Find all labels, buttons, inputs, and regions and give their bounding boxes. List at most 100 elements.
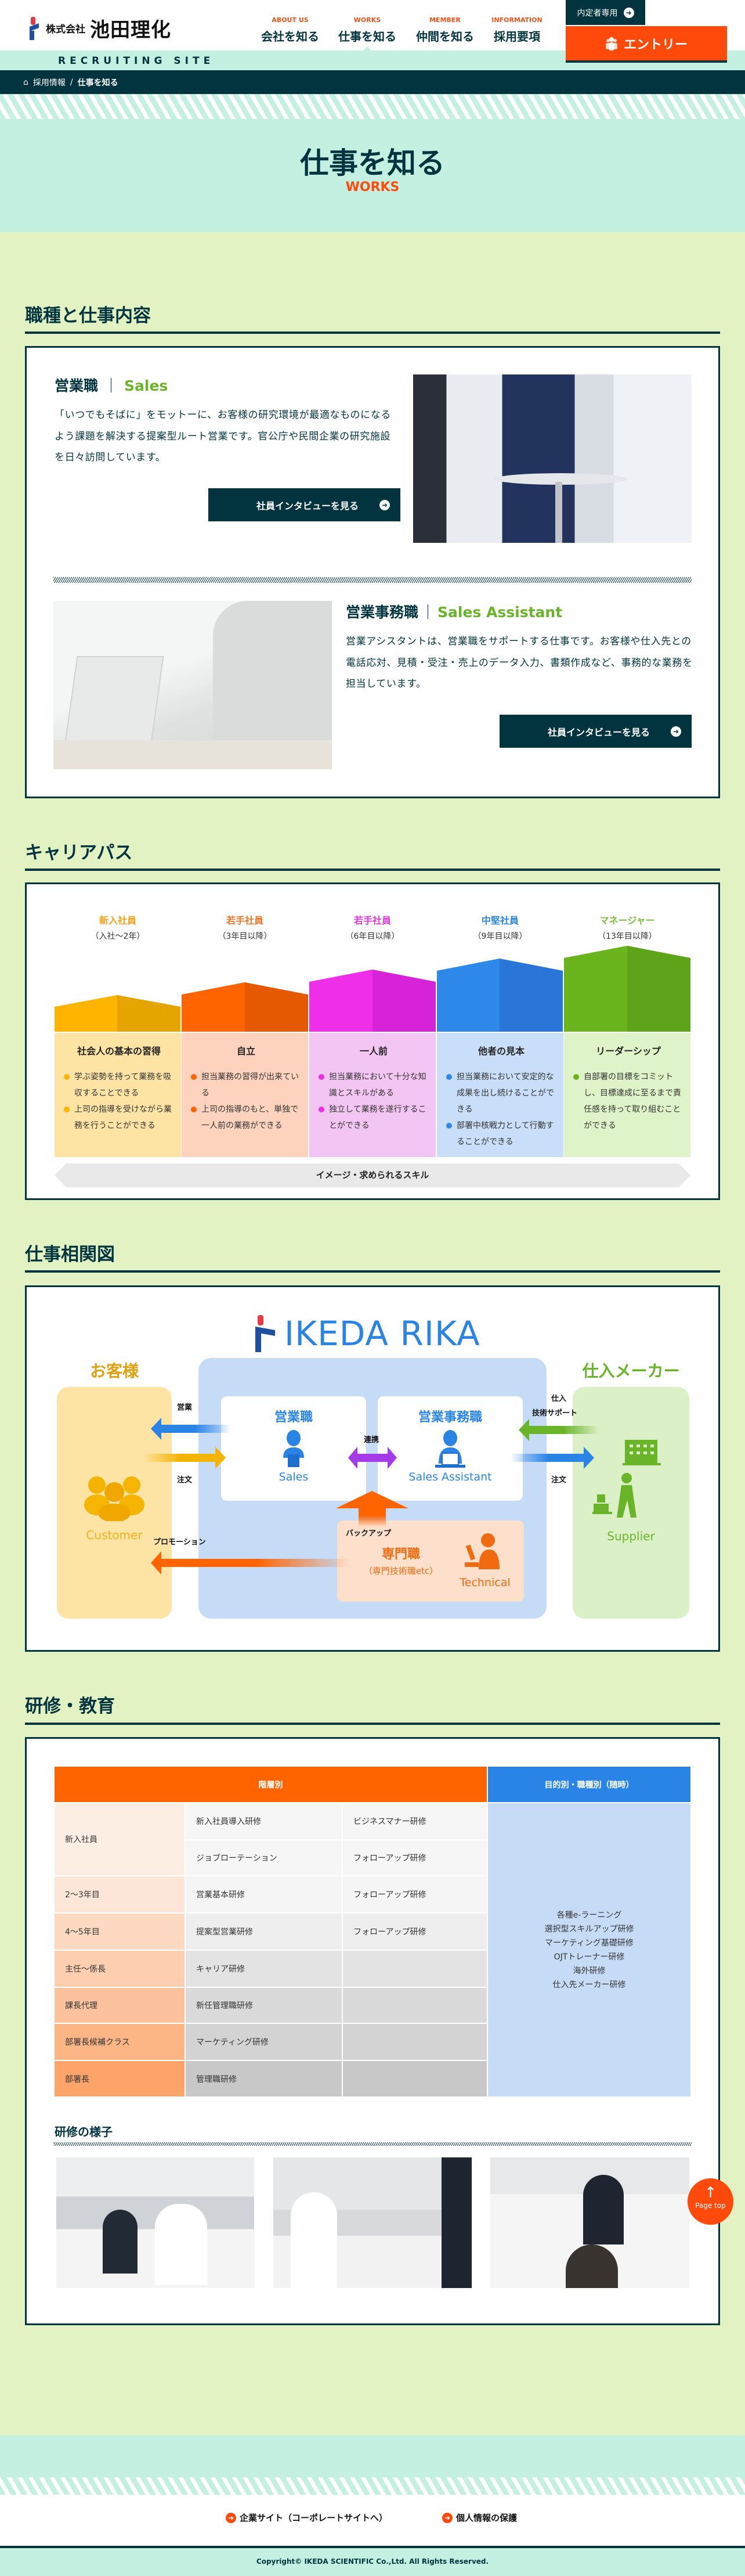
stage-heading: 社会人の基本の習得: [77, 1046, 161, 1057]
link-label: 企業サイト（コーポレートサイトへ）: [240, 2513, 388, 2523]
stage-title: マネージャー: [599, 915, 655, 926]
stage-heading: 一人前: [359, 1046, 388, 1057]
arrow-right-icon: ➜: [226, 2512, 236, 2523]
supplier-en: Supplier: [607, 1529, 655, 1543]
purpose-course: 各種e-ラーニング: [556, 1910, 622, 1920]
table-cell-level: 課長代理: [55, 1988, 185, 2023]
people-icon: [605, 37, 617, 51]
naiteisha-button[interactable]: 内定者専用➜: [566, 0, 645, 25]
table-cell-course: [343, 2061, 487, 2096]
section-heading-career: キャリアパス: [25, 842, 133, 863]
stage-title: 若手社員: [226, 915, 263, 926]
label-tech-support: 技術サポート: [532, 1409, 578, 1418]
footer-link-privacy[interactable]: ➜個人情報の保護: [442, 2512, 517, 2524]
interview-button-sales-assistant[interactable]: 社員インタビューを見る➜: [500, 715, 692, 748]
table-cell-purpose-list: 各種e-ラーニング 選択型スキルアップ研修 マーケティング基礎研修 OJTトレー…: [488, 1803, 690, 2096]
heading-underline: [25, 869, 720, 871]
home-icon[interactable]: ⌂: [23, 77, 28, 87]
stage-title: 中堅社員: [481, 915, 519, 926]
career-stage-label: 中堅社員（9年目以降）: [437, 913, 563, 942]
career-step-1: [55, 995, 180, 1032]
footer-link-corporate[interactable]: ➜ 企業サイト（コーポレートサイトへ）: [226, 2512, 388, 2524]
technical-card: 専門職 （専門技術職etc） Technical: [337, 1521, 524, 1602]
nav-en: MEMBER: [429, 16, 461, 24]
nav-ja: 採用要項: [494, 30, 540, 44]
page-subtitle: WORKS: [345, 180, 400, 194]
button-label: 社員インタビューを見る: [256, 500, 359, 511]
career-stage-card: 一人前担当業務において十分な知識とスキルがある独立して業務を遂行することができる: [309, 1033, 436, 1157]
table-cell-course: [343, 1988, 487, 2023]
purpose-course: マーケティング基礎研修: [545, 1938, 634, 1948]
table-cell-course: マーケティング研修: [186, 2024, 342, 2060]
table-cell-course: 営業基本研修: [186, 1876, 342, 1912]
table-cell-level: 主任～係長: [55, 1951, 185, 1987]
supplier-factory-icon: [592, 1440, 661, 1518]
customer-en: Customer: [86, 1528, 143, 1542]
nav-about[interactable]: ABOUT US 会社を知る: [252, 16, 328, 44]
job-title-sales-assistant: 営業事務職｜Sales Assistant: [346, 601, 562, 622]
footer-links-area: [0, 2495, 745, 2546]
page-top-label: Page top: [695, 2202, 726, 2210]
stripe-divider: [0, 94, 745, 119]
career-stage-card: 社会人の基本の習得学ぶ姿勢を持って業務を吸収することできる上司の指導を受けながら…: [55, 1033, 181, 1157]
career-stage-label: 若手社員（6年目以降）: [309, 913, 436, 942]
technical-title: 専門職: [381, 1547, 420, 1562]
table-cell-course: ビジネスマナー研修: [343, 1803, 487, 1839]
sales-title: 営業職: [274, 1410, 313, 1425]
nav-ja: 仲間を知る: [416, 30, 474, 44]
sales-assistant-card: 営業事務職 Sales Assistant: [378, 1396, 523, 1501]
stage-bullet: 担当業務において十分な知識とスキルがある: [319, 1069, 429, 1101]
stage-period: （入社～2年）: [91, 932, 145, 941]
interview-button-sales[interactable]: 社員インタビューを見る ➜: [208, 488, 400, 521]
label-promotion: プロモーション: [153, 1538, 206, 1547]
career-step-4: [437, 959, 563, 1032]
copyright: Copyright© IKEDA SCIENTIFIC Co.,Ltd. All…: [0, 2548, 745, 2576]
job-title-separator: ｜: [421, 604, 436, 621]
table-cell-course: [343, 2024, 487, 2060]
stage-title: 新入社員: [99, 915, 136, 926]
job-title-separator: ｜: [104, 377, 119, 394]
breadcrumb-separator: /: [70, 77, 73, 87]
table-cell-course: 提案型営業研修: [186, 1914, 342, 1950]
job-description-sales: 「いつでもそばに」をモットーに、お客様の研究環境が最適なものになるよう課題を解決…: [55, 409, 391, 463]
career-stage-label: マネージャー（13年目以降）: [564, 913, 690, 942]
section-heading-training: 研修・教育: [25, 1696, 115, 1717]
job-description-sales-assistant: 営業アシスタントは、営業職をサポートする仕事です。お客様や仕入先との電話応対、見…: [346, 636, 693, 690]
company-logo[interactable]: 株式会社 池田理化: [28, 14, 171, 42]
table-cell-course: フォローアップ研修: [343, 1914, 487, 1950]
table-header-level: 階層別: [55, 1767, 487, 1802]
stage-bullet: 担当業務において安定的な成果を出し続けることができる: [446, 1069, 556, 1118]
nav-ja: 会社を知る: [261, 30, 319, 44]
job-title-sales: 営業職｜Sales: [55, 374, 168, 395]
breadcrumb: ⌂ 採用情報 / 仕事を知る: [0, 70, 745, 94]
arrow-right-icon: ➜: [379, 499, 390, 510]
stage-bullet: 独立して業務を遂行することができる: [319, 1101, 429, 1134]
purpose-course: OJTトレーナー研修: [554, 1952, 625, 1962]
table-cell-course: 新入社員導入研修: [186, 1803, 342, 1839]
link-label: 個人情報の保護: [456, 2513, 518, 2523]
nav-member[interactable]: MEMBER 仲間を知る: [407, 16, 483, 44]
scientist-microscope-icon: [465, 1533, 500, 1569]
stage-heading: 自立: [236, 1046, 255, 1057]
stage-bullet: 自部署の目標をコミットし、目標達成に至るまで責任感を持って取り組むことができる: [573, 1069, 683, 1134]
career-step-3: [309, 970, 436, 1032]
logo-wordmark: IKEDA RIKA: [284, 1314, 480, 1353]
purpose-course: 海外研修: [573, 1966, 606, 1976]
job-divider: [53, 577, 692, 583]
table-cell-course: キャリア研修: [186, 1951, 342, 1987]
page-top-button[interactable]: ↑ Page top: [688, 2178, 733, 2225]
table-cell-course: フォローアップ研修: [343, 1840, 487, 1875]
nav-en: ABOUT US: [272, 16, 309, 24]
section-heading-diagram: 仕事相関図: [25, 1244, 115, 1265]
page-title: 仕事を知る: [300, 146, 445, 180]
logo-mark-icon: [28, 16, 41, 40]
table-cell-course: フォローアップ研修: [343, 1876, 487, 1912]
supplier-label: 仕入メーカー: [582, 1361, 680, 1381]
career-step-2: [182, 982, 308, 1032]
purpose-course: 選択型スキルアップ研修: [544, 1924, 634, 1934]
entry-button[interactable]: エントリー: [566, 26, 727, 63]
breadcrumb-link[interactable]: 採用情報: [32, 78, 66, 88]
sales-assistant-en: Sales Assistant: [408, 1471, 492, 1483]
